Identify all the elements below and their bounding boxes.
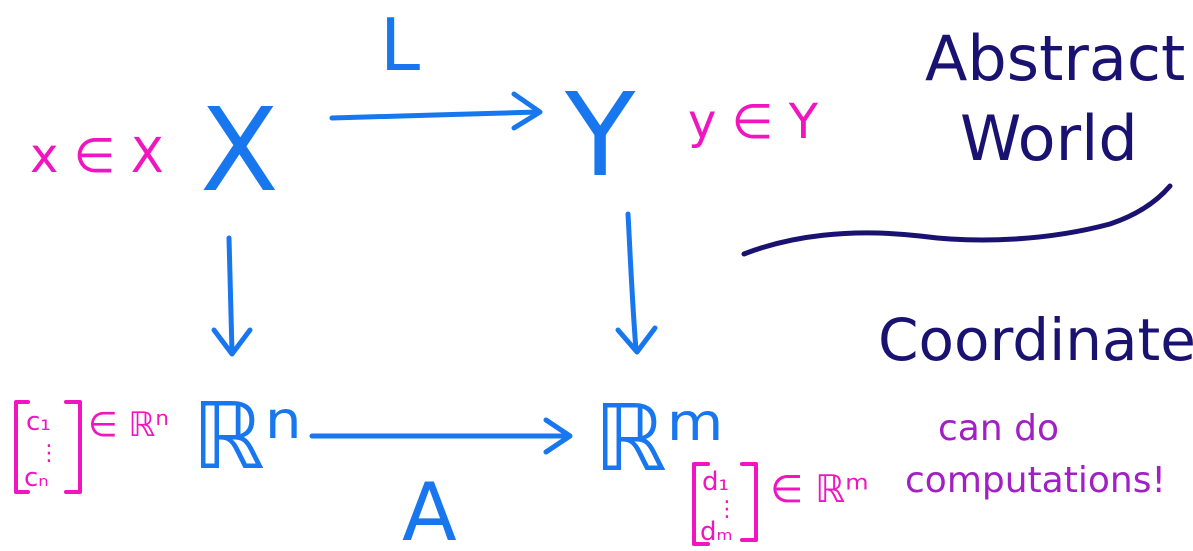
annotation-x-in-x: x ∈ X <box>30 128 164 184</box>
c-vector-top: c₁ <box>26 407 51 437</box>
node-x: X <box>200 84 279 218</box>
label-computations: computations! <box>905 460 1166 501</box>
annotation-y-in-y: y ∈ Y <box>688 94 819 150</box>
arrow-y-to-rm <box>615 211 658 355</box>
annotation-c-in-rn: ∈ ℝⁿ <box>88 405 169 445</box>
c-vector-bottom: cₙ <box>24 463 49 493</box>
annotation-d-in-rm: ∈ ℝᵐ <box>770 467 869 511</box>
arrow-rn-to-rm <box>309 417 573 455</box>
c-vector-dots: ⋮ <box>38 441 60 466</box>
arrow-x-to-rn <box>211 235 253 357</box>
d-vector-top: d₁ <box>702 467 729 497</box>
node-rn: ℝⁿ <box>192 383 302 490</box>
divider-curve <box>741 183 1173 257</box>
d-vector: d₁ ⋮ dₘ <box>692 462 758 547</box>
edge-label-a: A <box>402 466 457 551</box>
edge-label-l: L <box>380 3 420 87</box>
arrow-x-to-y <box>329 91 543 131</box>
node-y: Y <box>564 69 636 203</box>
d-vector-dots: ⋮ <box>716 497 738 522</box>
label-abstract: Abstract <box>925 22 1185 95</box>
label-coordinates: Coordinates <box>878 306 1193 374</box>
c-vector: c₁ ⋮ cₙ <box>14 400 82 494</box>
d-vector-bottom: dₘ <box>700 517 733 547</box>
node-rm: ℝᵐ <box>594 385 724 492</box>
label-can-do: can do <box>938 408 1059 449</box>
label-world: World <box>960 102 1138 175</box>
